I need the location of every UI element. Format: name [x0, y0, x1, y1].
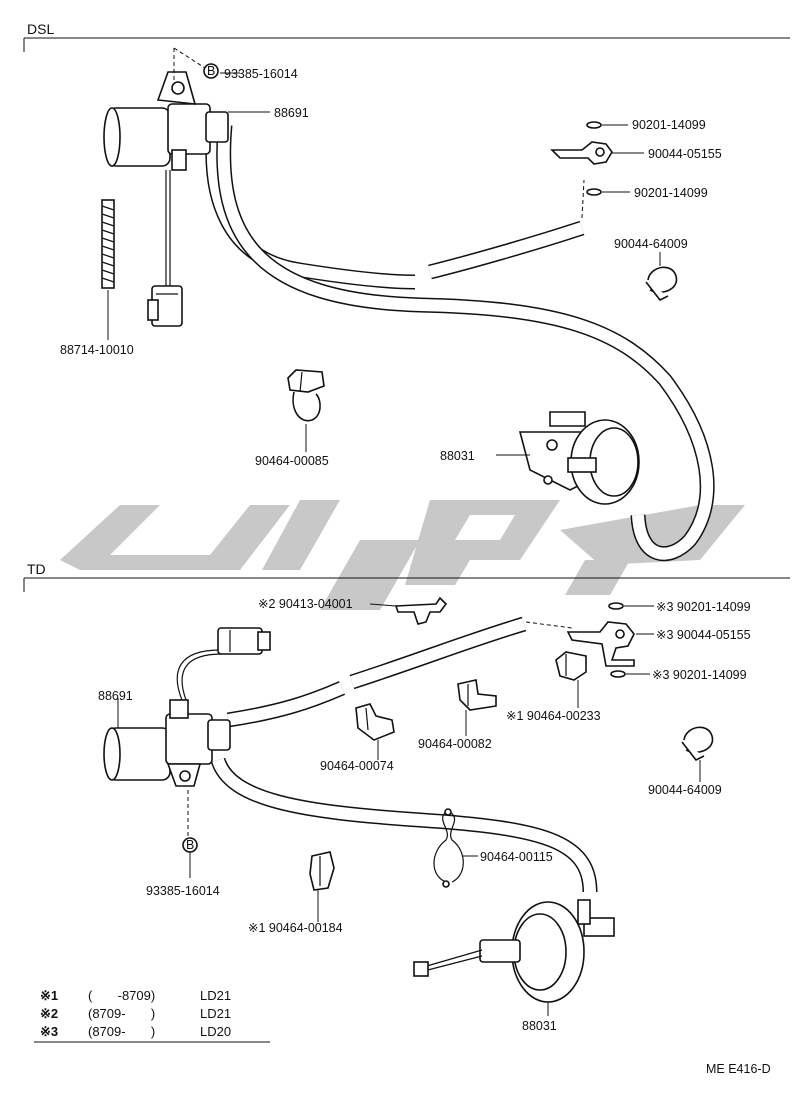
dsl-section-title: DSL: [27, 21, 54, 37]
label-td-88691: 88691: [98, 689, 133, 703]
td-section-title: TD: [27, 561, 46, 577]
label-dsl-88691: 88691: [274, 106, 309, 120]
label-dsl-88714-10010: 88714-10010: [60, 343, 134, 357]
label-td-90464-00074: 90464-00074: [320, 759, 394, 773]
dsl-bolt-marker: B: [173, 47, 240, 80]
legend-mark-3: ※3: [40, 1024, 58, 1039]
td-clip-90464-00082: [457, 679, 497, 711]
dsl-vacuum-switching-valve: [103, 71, 229, 290]
legend-code-1: LD21: [200, 988, 231, 1003]
variant-legend: ※1 ( -8709) LD21 ※2 (8709- ) LD21 ※3 (87…: [34, 988, 270, 1043]
dsl-vacuum-actuator: [518, 411, 640, 505]
td-wire-connector: [217, 627, 271, 655]
label-td-90201-14099-bottom: ※3 90201-14099: [652, 668, 747, 682]
td-clip-90464-00115: [433, 808, 464, 888]
legend-range-3: (8709- ): [88, 1024, 155, 1039]
svg-text:B: B: [186, 838, 194, 852]
dsl-hoses: [205, 119, 715, 562]
label-td-90464-00184: ※1 90464-00184: [248, 921, 343, 935]
svg-text:B: B: [207, 64, 215, 78]
label-dsl-90044-05155: 90044-05155: [648, 147, 722, 161]
dsl-corrugated-tube: [101, 199, 115, 289]
legend-code-3: LD20: [200, 1024, 231, 1039]
td-union-90413: [394, 596, 448, 625]
figure-code: ME E416-D: [706, 1062, 771, 1076]
legend-mark-2: ※2: [40, 1006, 58, 1021]
label-td-90201-14099-top: ※3 90201-14099: [656, 600, 751, 614]
label-td-90464-00082: 90464-00082: [418, 737, 492, 751]
dsl-leader-lines: [107, 111, 661, 456]
label-td-88031: 88031: [522, 1019, 557, 1033]
td-leader-lines: [117, 603, 701, 1016]
dsl-three-way-union: [550, 121, 613, 196]
label-td-90464-00115: 90464-00115: [480, 850, 553, 864]
legend-mark-1: ※1: [40, 988, 58, 1003]
label-dsl-90464-00085: 90464-00085: [255, 454, 329, 468]
dsl-hose-clamp: [645, 266, 678, 302]
td-hose-clamp: [681, 726, 714, 762]
td-clip-90464-00074: [355, 703, 395, 741]
label-dsl-93385-16014: 93385-16014: [224, 67, 298, 81]
td-clip-90464-00184: [309, 851, 335, 891]
td-vacuum-switching-valve: [103, 649, 231, 787]
td-vacuum-actuator: [413, 899, 615, 1003]
label-td-90413-04001: ※2 90413-04001: [258, 597, 353, 611]
label-dsl-90044-64009: 90044-64009: [614, 237, 688, 251]
dsl-wire-connector: [147, 285, 183, 327]
label-dsl-90201-14099-bottom: 90201-14099: [634, 186, 708, 200]
legend-code-2: LD21: [200, 1006, 231, 1021]
td-hoses: [210, 616, 598, 893]
label-td-90044-05155: ※3 90044-05155: [656, 628, 751, 642]
legend-range-2: (8709- ): [88, 1006, 155, 1021]
label-td-90464-00233: ※1 90464-00233: [506, 709, 601, 723]
dsl-hose-clip: [287, 369, 325, 422]
td-bolt-marker: B: [182, 790, 198, 878]
label-td-93385-16014: 93385-16014: [146, 884, 220, 898]
td-clip-90464-00233: [555, 651, 587, 681]
label-td-90044-64009: 90044-64009: [648, 783, 722, 797]
label-dsl-88031: 88031: [440, 449, 475, 463]
legend-range-1: ( -8709): [88, 988, 155, 1003]
label-dsl-90201-14099-top: 90201-14099: [632, 118, 706, 132]
td-three-way-union: [566, 602, 635, 678]
